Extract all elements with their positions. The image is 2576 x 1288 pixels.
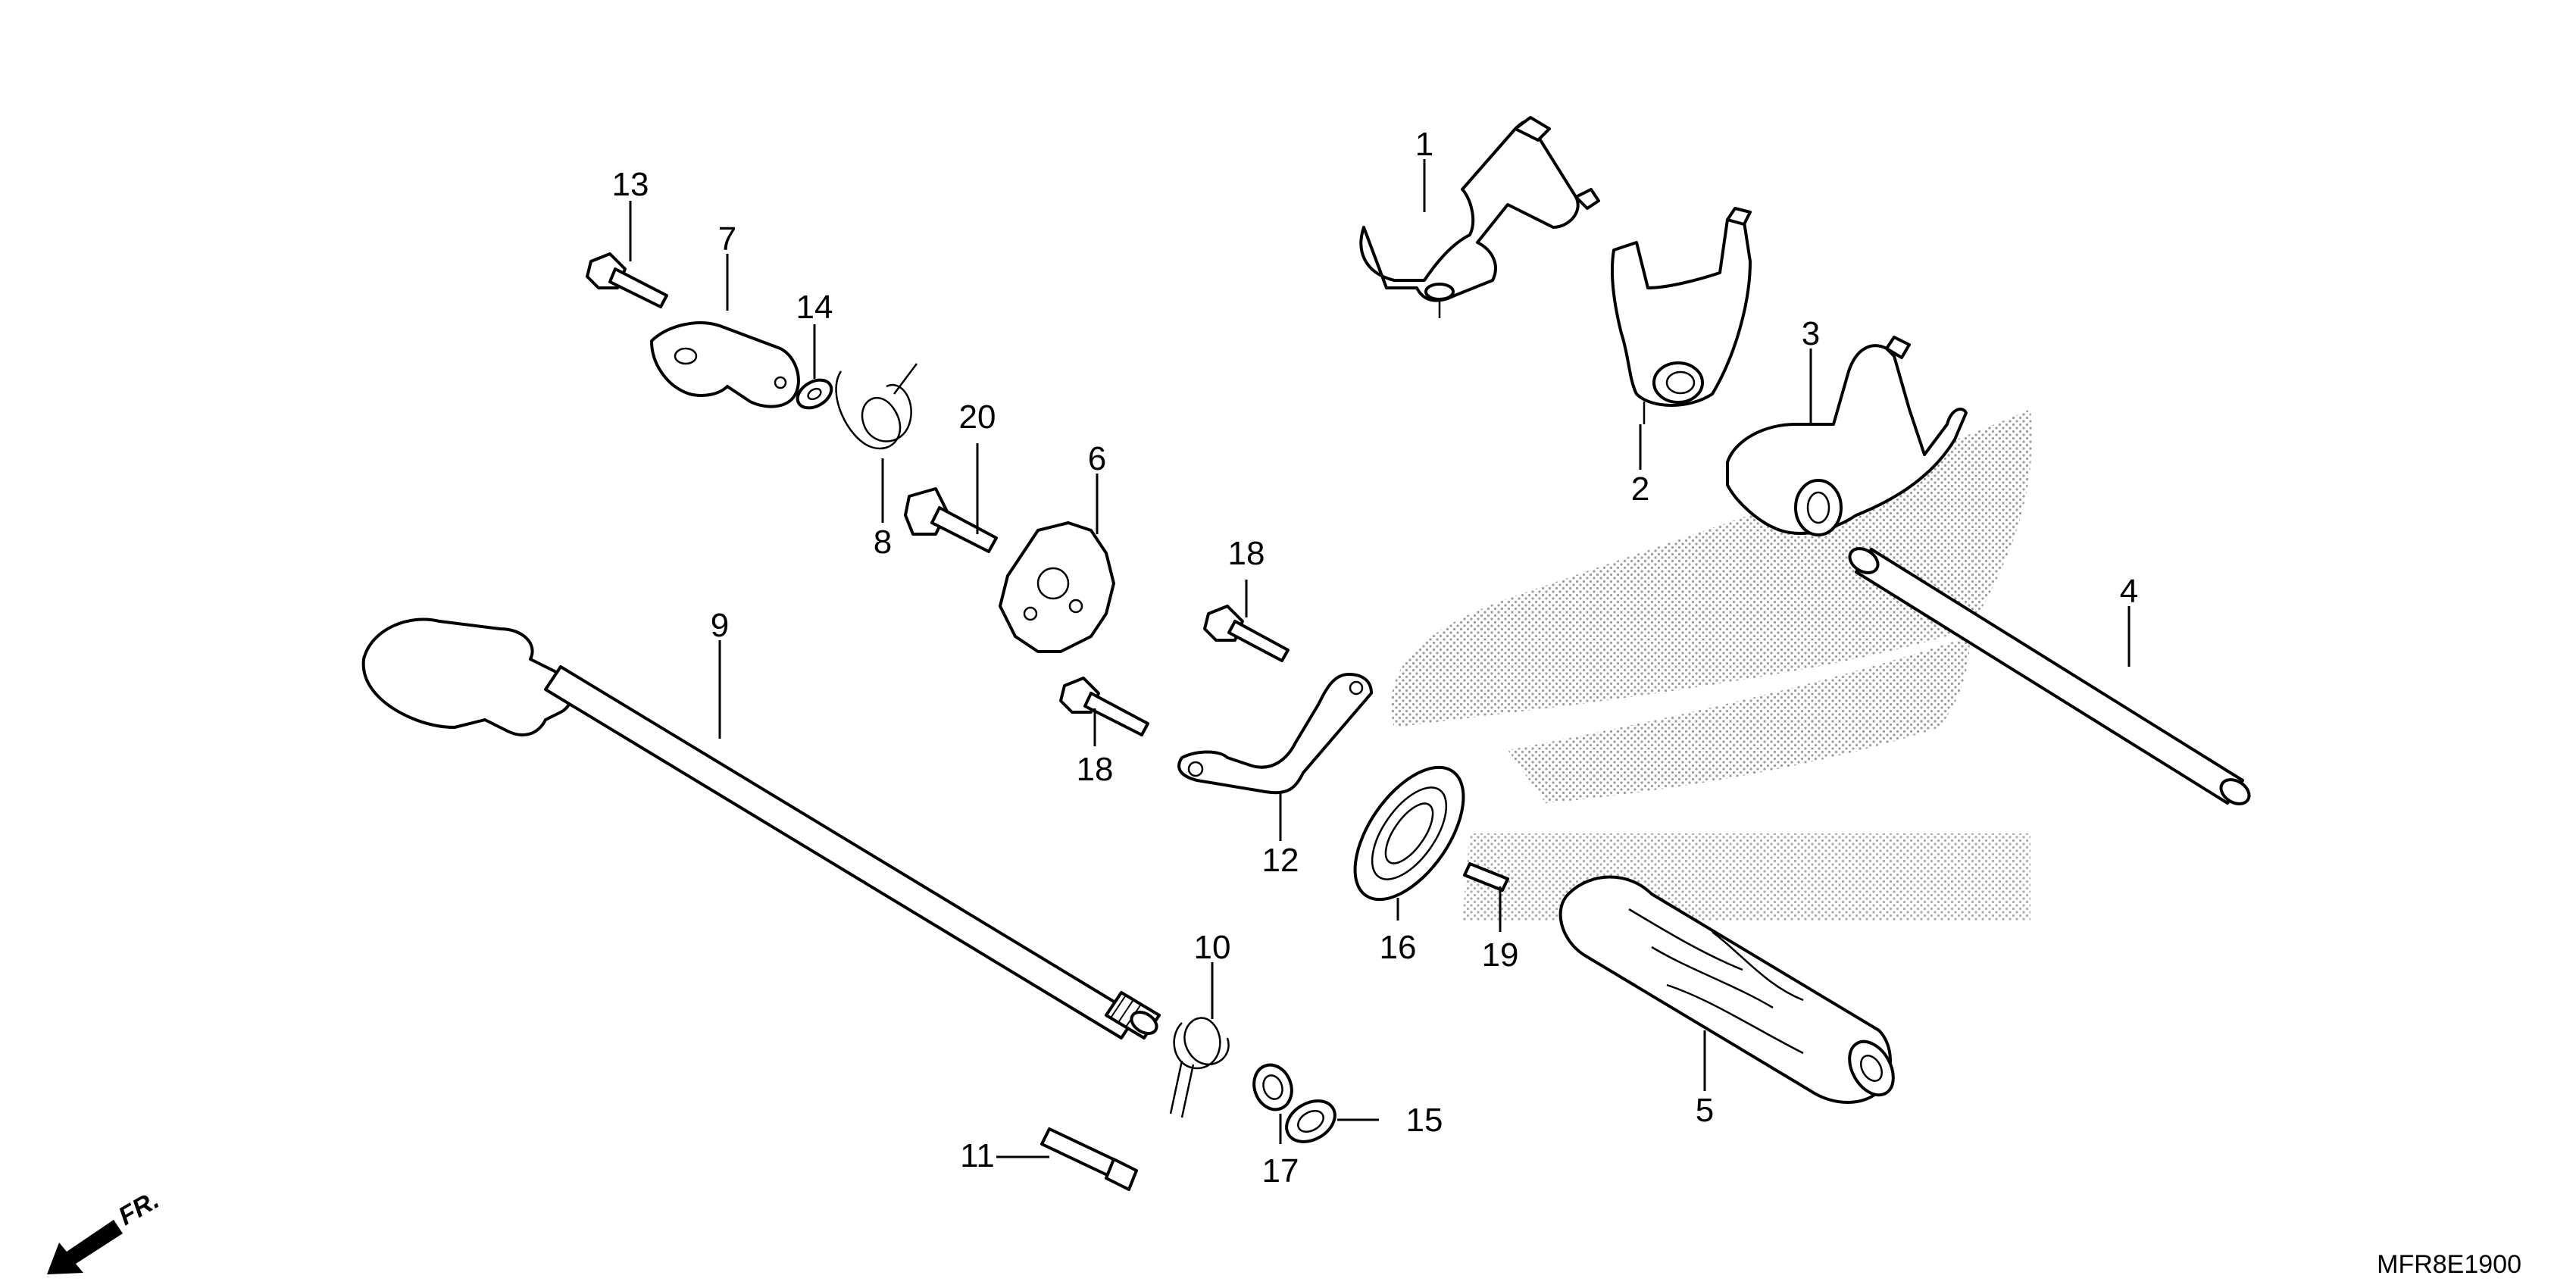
callout-2: 2 <box>1631 470 1649 508</box>
callout-19: 19 <box>1482 936 1519 974</box>
shift-fork-2 <box>1611 207 1752 424</box>
return-spring-8 <box>835 363 918 450</box>
callout-18-lower: 18 <box>1077 751 1114 788</box>
front-arrow-icon <box>47 1220 123 1274</box>
shift-fork-3 <box>1726 336 1968 536</box>
shift-fork-1 <box>1359 116 1600 318</box>
stopper-arm-7 <box>650 321 800 408</box>
spring-10 <box>1169 1017 1230 1118</box>
bolt-20 <box>904 487 998 553</box>
callout-11: 11 <box>960 1137 995 1174</box>
callout-8: 8 <box>874 524 892 561</box>
shift-drum-5 <box>1558 875 1895 1104</box>
callout-12: 12 <box>1262 842 1299 879</box>
callout-20: 20 <box>959 399 996 436</box>
diagram-code: MFR8E1900 <box>2377 1250 2521 1279</box>
bolt-18-lower <box>1059 677 1149 736</box>
shift-drum-center-6 <box>999 521 1115 653</box>
callout-7: 7 <box>718 220 736 258</box>
bolt-18-upper <box>1203 605 1290 662</box>
pin-bolt-11 <box>1040 1127 1138 1191</box>
callout-14: 14 <box>796 289 833 326</box>
callouts: 1 2 3 4 5 6 7 8 9 10 11 12 13 14 15 16 1… <box>612 126 2139 1190</box>
bolt-13 <box>586 252 668 308</box>
washer-14 <box>796 378 833 410</box>
callout-10: 10 <box>1194 929 1231 966</box>
callout-5: 5 <box>1696 1092 1714 1129</box>
collar-17 <box>1252 1063 1293 1111</box>
front-label: FR. <box>114 1186 164 1231</box>
gearshift-spindle-9 <box>361 617 1161 1039</box>
callout-18-upper: 18 <box>1228 535 1265 572</box>
bearing-setting-plate-12 <box>1177 673 1373 795</box>
callout-6: 6 <box>1088 440 1106 477</box>
leader-lines <box>629 159 2131 1158</box>
callout-3: 3 <box>1802 315 1820 352</box>
front-direction-marker: FR. <box>47 1186 164 1274</box>
callout-15: 15 <box>1406 1102 1443 1139</box>
callout-1: 1 <box>1415 126 1433 163</box>
callout-17: 17 <box>1262 1152 1299 1190</box>
callout-16: 16 <box>1380 929 1417 966</box>
bearing-16 <box>1353 765 1465 902</box>
callout-9: 9 <box>711 607 729 644</box>
fork-shaft-4 <box>1848 547 2251 805</box>
washer-15 <box>1285 1099 1336 1143</box>
callout-4: 4 <box>2120 573 2138 610</box>
dowel-pin-19 <box>1463 862 1509 892</box>
wing-logo-watermark <box>1391 409 2032 921</box>
callout-13: 13 <box>612 166 649 203</box>
